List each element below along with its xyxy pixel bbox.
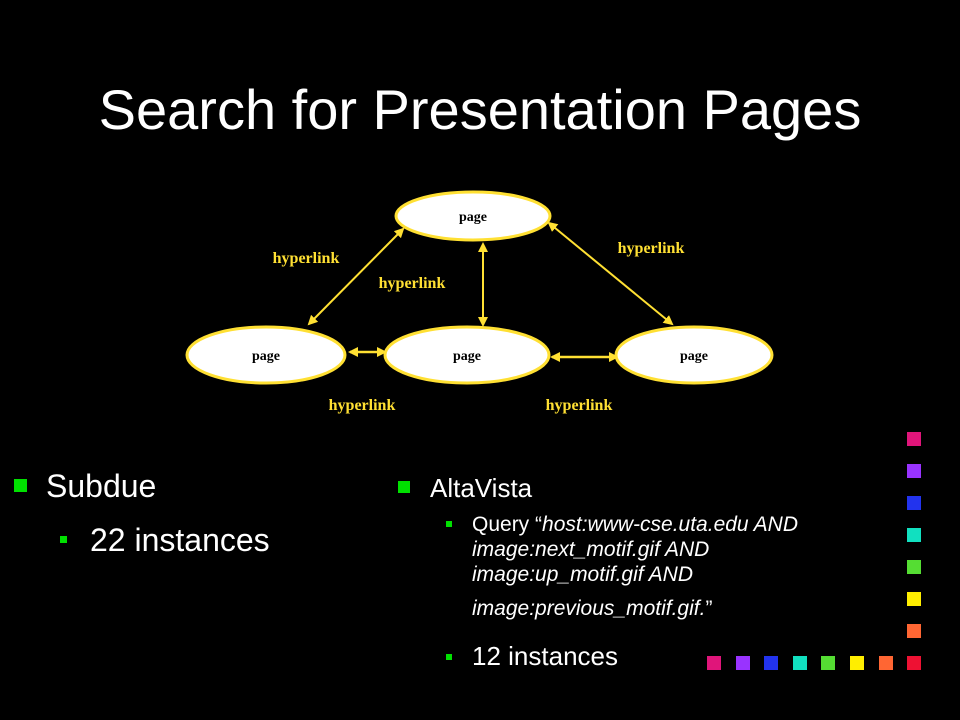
- node-middle: page: [383, 325, 551, 385]
- query-prefix: Query “: [472, 513, 543, 536]
- edge-top-left: [307, 227, 405, 326]
- decorative-square: [878, 656, 893, 670]
- query-line-1: host:www-cse.uta.edu AND: [542, 513, 799, 536]
- node-right: page: [614, 325, 774, 385]
- decorative-square: [907, 432, 921, 446]
- node-top: page: [394, 190, 552, 242]
- decorative-square: [707, 656, 721, 670]
- decorative-square: [735, 656, 750, 670]
- edge-label-middle-right: hyperlink: [546, 397, 613, 414]
- edge-top-right: [547, 221, 674, 326]
- node-right-label: page: [680, 349, 708, 364]
- decorative-square: [907, 528, 921, 542]
- sub-bullet-square: [60, 536, 67, 543]
- node-left-label: page: [252, 349, 280, 364]
- decorative-square: [907, 624, 921, 638]
- bullet-square: [14, 479, 27, 492]
- query-line-3: image:up_motif.gif AND: [472, 563, 693, 586]
- decorative-square: [907, 592, 921, 606]
- subdue-instances: 22 instances: [90, 522, 270, 558]
- altavista-heading: AltaVista: [430, 473, 533, 503]
- query-line-2: image:next_motif.gif AND: [472, 538, 710, 561]
- sub-bullet-square: [446, 521, 452, 527]
- node-top-label: page: [459, 210, 487, 225]
- decorative-square: [907, 496, 921, 510]
- slide-title: Search for Presentation Pages: [98, 78, 862, 141]
- altavista-query: Query “host:www-cse.uta.edu AND image:ne…: [472, 512, 798, 621]
- altavista-instances: 12 instances: [472, 641, 618, 671]
- edge-label-left-middle: hyperlink: [329, 397, 396, 414]
- edge-label-top-middle: hyperlink: [379, 275, 446, 292]
- decorative-square: [821, 656, 836, 670]
- edge-label-top-right: hyperlink: [618, 240, 685, 257]
- query-suffix: ”: [705, 597, 713, 620]
- edge-label-top-left: hyperlink: [273, 250, 340, 267]
- query-line-4: image:previous_motif.gif.: [472, 597, 706, 620]
- decorative-square: [764, 656, 779, 670]
- sub-bullet-square: [446, 654, 452, 660]
- node-middle-label: page: [453, 349, 481, 364]
- decorative-square: [792, 656, 807, 670]
- bullet-square: [398, 481, 410, 493]
- hyperlink-diagram: page page page page hyperlink hyperlink …: [185, 190, 774, 414]
- decorative-square: [907, 560, 921, 574]
- decorative-square: [850, 656, 864, 670]
- decorative-square: [907, 464, 921, 478]
- decorative-square: [907, 656, 922, 670]
- node-left: page: [185, 325, 347, 385]
- subdue-heading: Subdue: [46, 468, 157, 504]
